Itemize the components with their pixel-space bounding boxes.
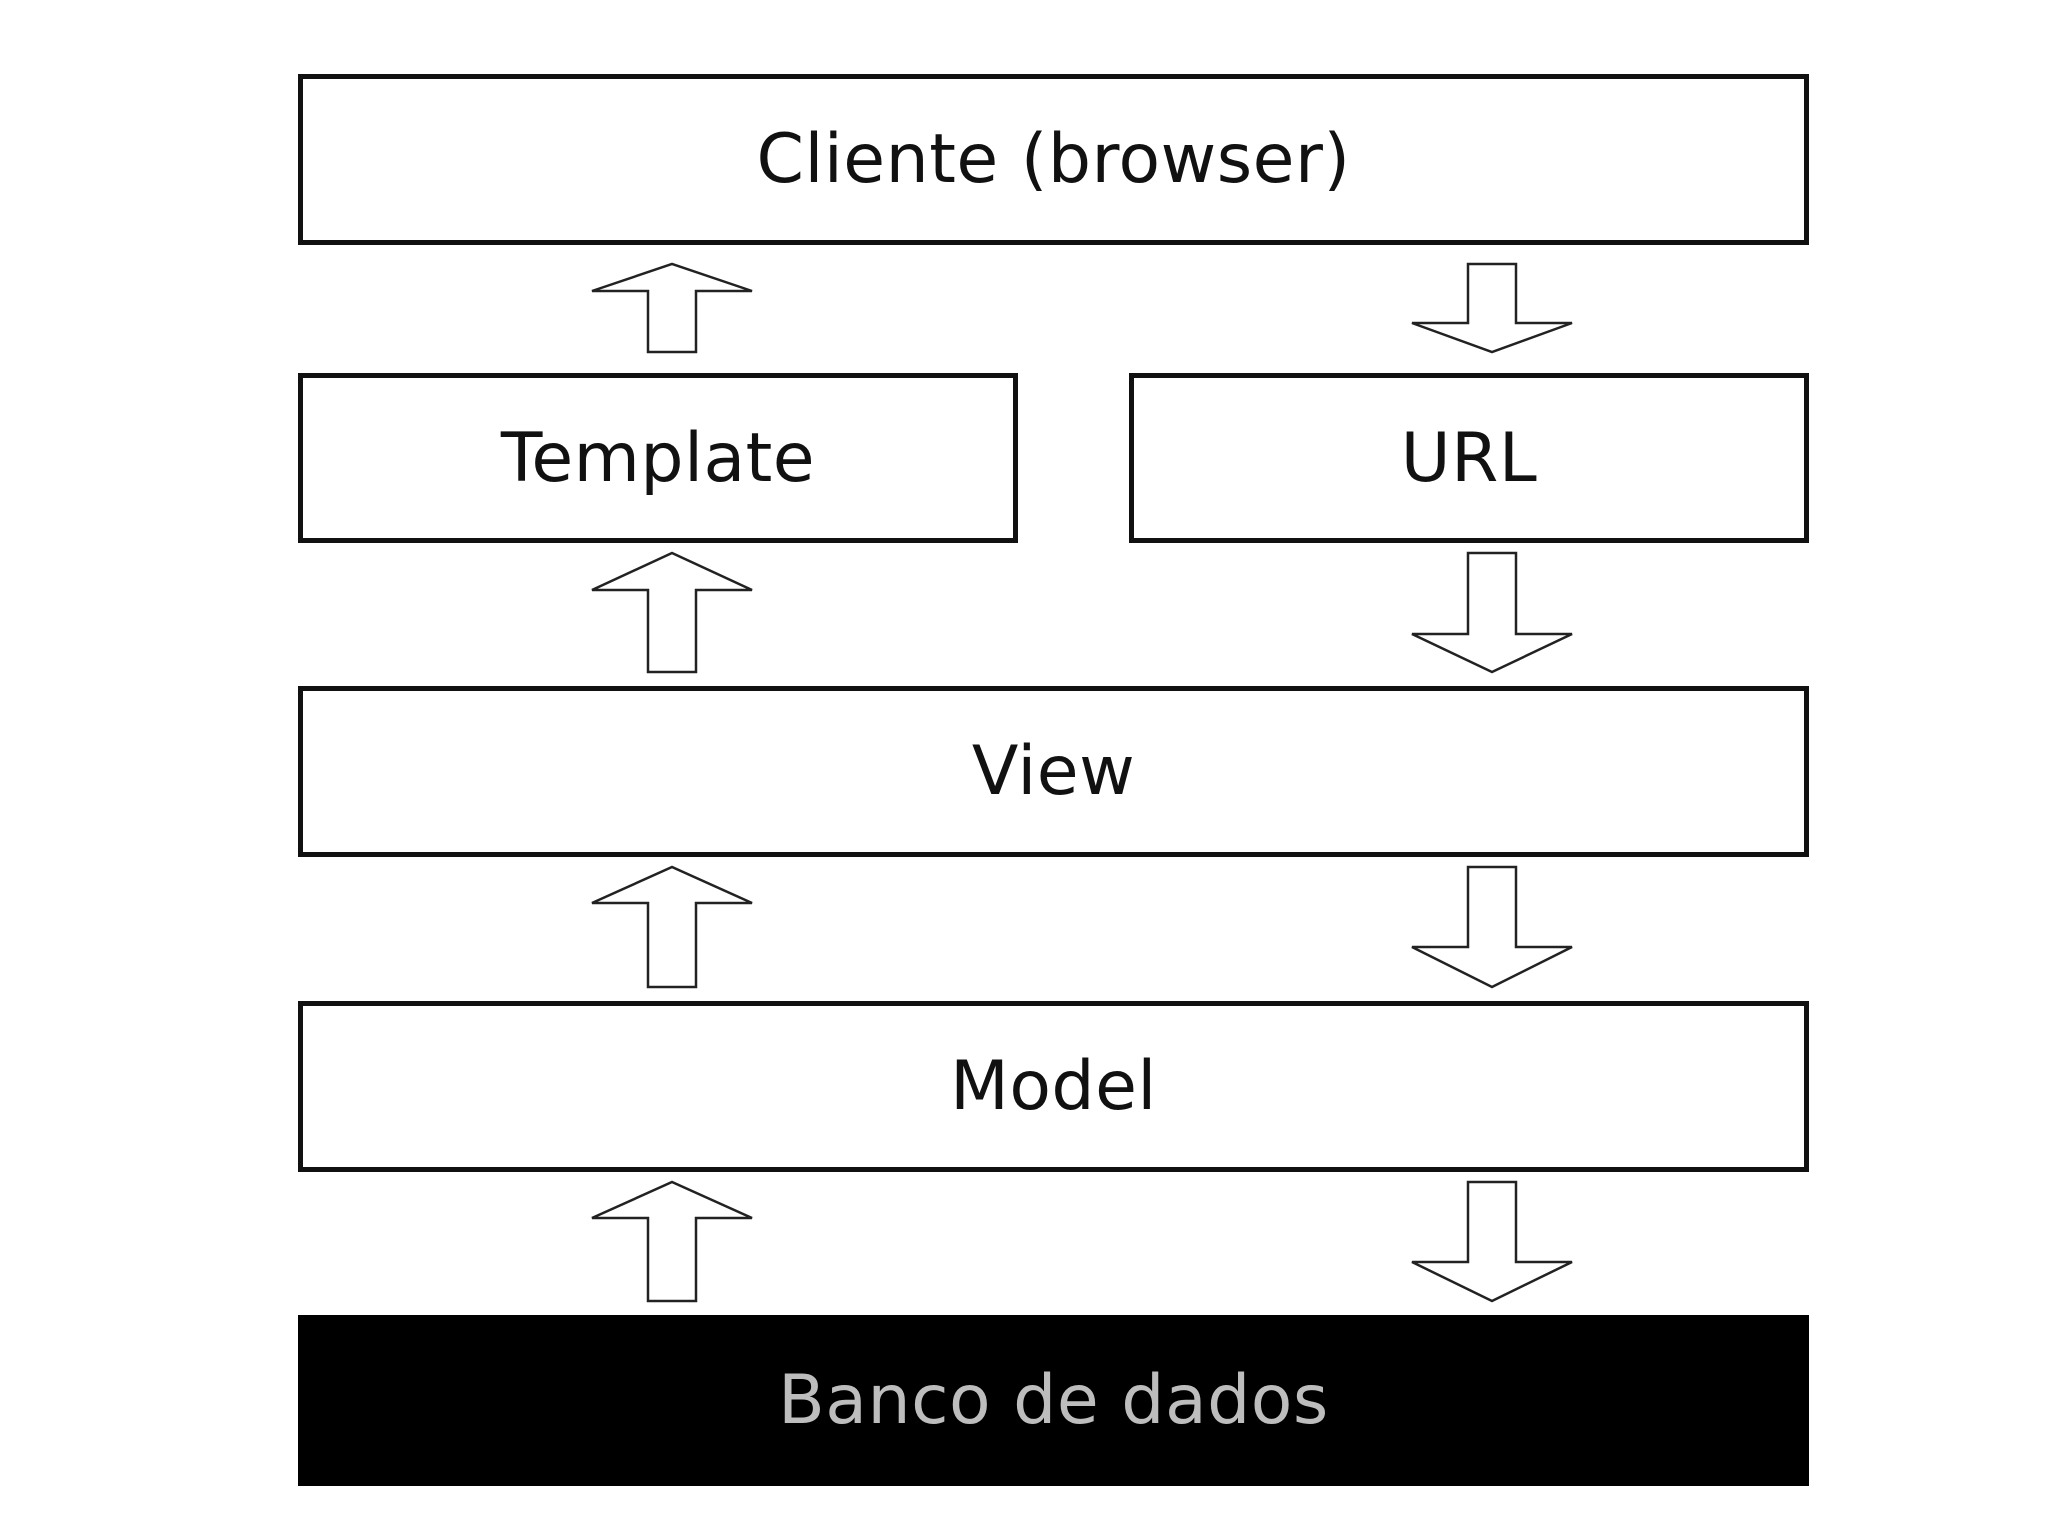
template-label: Template [500, 418, 816, 498]
arrow-up-template-to-cliente [591, 262, 753, 354]
view-box: View [298, 686, 1809, 857]
banco-de-dados-label: Banco de dados [778, 1361, 1329, 1440]
cliente-browser-label: Cliente (browser) [756, 120, 1351, 199]
model-box: Model [298, 1001, 1809, 1172]
arrow-up-view-to-template [591, 551, 753, 674]
cliente-browser-box: Cliente (browser) [298, 74, 1809, 245]
arrow-up-banco-to-model [591, 1180, 753, 1303]
arrow-up-model-to-view [591, 865, 753, 989]
template-box: Template [298, 373, 1018, 543]
banco-de-dados-box: Banco de dados [298, 1315, 1809, 1486]
url-box: URL [1129, 373, 1809, 543]
arrow-down-cliente-to-url [1411, 262, 1573, 354]
arrow-down-view-to-model [1411, 865, 1573, 989]
arrow-down-url-to-view [1411, 551, 1573, 674]
arrow-down-model-to-banco [1411, 1180, 1573, 1303]
view-label: View [971, 732, 1136, 811]
model-label: Model [950, 1047, 1157, 1126]
url-label: URL [1400, 418, 1538, 498]
